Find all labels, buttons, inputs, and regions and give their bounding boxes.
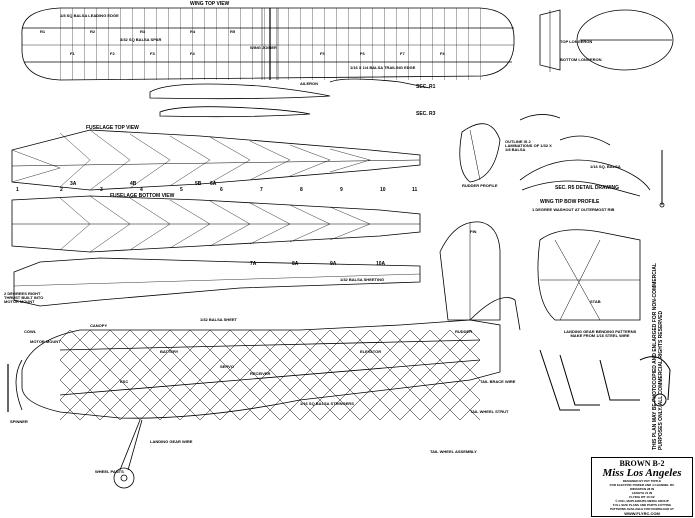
former-f3: F3 (150, 51, 155, 56)
label-spinner: SPINNER (10, 419, 28, 424)
label-leading-edge: 1/8 SQ BALSA LEADING EDGE (60, 13, 119, 18)
rib-details-middle (13, 257, 421, 307)
label-sec-r1: SEC. R1 (416, 84, 436, 90)
designer: DESIGNED BY PAT TRITLE (622, 479, 662, 483)
tail-profile-top-right (539, 9, 674, 72)
model-name: BROWN B-2 (619, 459, 665, 468)
station-7: 7 (260, 187, 263, 193)
bulkhead-8a: 8A (292, 261, 299, 267)
label-fin: FIN (470, 229, 477, 234)
label-fuselage-top-view: FUSELAGE TOP VIEW (86, 125, 139, 131)
rib-r2: R2 (90, 29, 96, 34)
label-top-longeron: TOP LONGERON (560, 39, 593, 44)
spec-line-7: PATTERNS AVAILABLE FOR DOWNLOAD AT (610, 507, 674, 511)
label-servo: SERVO (220, 364, 234, 369)
spec-line-4: FLYING WT 10 OZ (629, 495, 655, 499)
former-f6: F6 (360, 51, 365, 56)
station-8: 8 (300, 187, 303, 193)
spec-line-3: LENGTH 21 IN (631, 491, 653, 495)
label-fuselage-bottom-view: FUSELAGE BOTTOM VIEW (110, 193, 175, 199)
label-sec-r3: SEC. R3 (416, 111, 436, 117)
bulkhead-6a: 6A (210, 181, 217, 187)
label-outline: OUTLINE IS 2 LAMINATIONS OF 1/32 X 1/8 B… (505, 139, 552, 152)
rib-r3: R3 (140, 29, 146, 34)
station-9: 9 (340, 187, 343, 193)
label-cowl: COWL (24, 329, 37, 334)
label-tail-wheel: TAIL WHEEL STRUT (470, 409, 509, 414)
label-stab: STAB (590, 299, 601, 304)
label-tail-brace: TAIL BRACE WIRE (480, 379, 516, 384)
label-trailing-edge: 1/16 X 1/4 BALSA TRAILING EDGE (350, 65, 416, 70)
label-washout: 1 DEGREE WASHOUT AT OUTERMOST RIB (532, 207, 615, 212)
bulkhead-3a: 3A (70, 181, 77, 187)
spec-line-6: FULL SIZE PLANS AND PARTS CUTTING (612, 503, 672, 507)
spec-line-1: FOR ELECTRIC POWER AND 4 CHANNEL RC (609, 483, 675, 487)
rib-r4: R4 (190, 29, 196, 34)
label-rudder-profile: RUDDER PROFILE (462, 183, 498, 188)
former-f7: F7 (400, 51, 405, 56)
bulkhead-7a: 7A (250, 261, 257, 267)
fuselage-top-view (11, 129, 421, 191)
rib-r5: R5 (230, 29, 236, 34)
label-stringers: 1/16 SQ BALSA STRINGERS (300, 401, 354, 406)
bulkhead-4b: 4B (130, 181, 137, 187)
label-receiver: RECEIVER (250, 371, 271, 376)
former-f2: F2 (110, 51, 115, 56)
former-f5: F5 (320, 51, 325, 56)
label-wing-spar: 3/32 SQ BALSA SPAR (120, 37, 162, 42)
airfoil-sections (149, 78, 431, 118)
label-sheeting: 1/32 BALSA SHEETING (340, 277, 385, 282)
title-block: BROWN B-2 Miss Los Angeles DESIGNED BY P… (591, 457, 693, 517)
copyright-notice: THIS PLAN MAY BE PHOTOCOPIED AND ENLARGE… (652, 250, 692, 450)
label-canopy: CANOPY (90, 323, 108, 328)
wing-tip-bow-profile (519, 114, 665, 208)
model-subtitle: Miss Los Angeles (602, 467, 682, 479)
station-5: 5 (180, 187, 183, 193)
label-wing-tip-bow: WING TIP BOW PROFILE (540, 199, 600, 205)
fuselage-bottom-view (11, 195, 421, 253)
stabilizer-right (537, 229, 641, 321)
label-balsa-sheet: 1/32 BALSA SHEET (200, 317, 237, 322)
label-rib-note: 1/16 SQ. BALSA (590, 164, 621, 169)
station-11: 11 (412, 187, 418, 193)
label-tail-wheel-assembly: TAIL WHEEL ASSEMBLY (430, 449, 477, 454)
spec-line-5: © 2011, MAPLEWAITE MEDIA GROUP (615, 499, 669, 503)
bulkhead-10a: 10A (376, 261, 386, 267)
former-f8: F8 (440, 51, 445, 56)
label-wheel-pants: WHEEL PANTS (95, 469, 124, 474)
label-landing-gear-wire: LANDING GEAR WIRE (150, 439, 193, 444)
rib-r1: R1 (40, 29, 46, 34)
former-f4: F4 (190, 51, 195, 56)
station-3: 3 (100, 187, 103, 193)
label-sec-r5: SEC. R5 DETAIL DRAWING (555, 185, 619, 191)
copyright-notice-text: THIS PLAN MAY BE PHOTOCOPIED AND ENLARGE… (652, 263, 664, 450)
label-elevator: ELEVATOR (360, 349, 382, 354)
station-1: 1 (16, 187, 19, 193)
wing-top-view (21, 7, 515, 81)
station-10: 10 (380, 187, 386, 193)
website[interactable]: WWW.FLYRC.COM (624, 511, 660, 516)
label-wing-top-view: WING TOP VIEW (190, 1, 230, 7)
spec-line-2: WINGSPAN 28 IN (629, 487, 655, 491)
label-esc: ESC (120, 379, 129, 384)
tail-feathers (439, 123, 501, 321)
bulkhead-9a: 9A (330, 261, 337, 267)
station-2: 2 (60, 187, 63, 193)
label-motor-mount: MOTOR MOUNT (30, 339, 61, 344)
fuselage-side-view (7, 297, 521, 489)
label-wing-joiner: WING JOINER (250, 45, 277, 50)
label-right-thrust: 2 DEGREES RIGHT THRUST BUILT INTO MOTOR … (4, 291, 44, 304)
station-4: 4 (140, 187, 143, 193)
label-landing-gear: LANDING GEAR BENDING PATTERNS MAKE FROM … (563, 329, 637, 338)
label-rudder: RUDDER (455, 329, 473, 334)
former-f1: F1 (70, 51, 75, 56)
station-6: 6 (220, 187, 223, 193)
bulkhead-5b: 5B (195, 181, 202, 187)
label-battery: BATTERY (160, 349, 179, 354)
landing-gear-patterns (539, 349, 671, 411)
label-bottom-longeron: BOTTOM LONGERON (560, 57, 602, 62)
label-aileron: AILERON (300, 81, 318, 86)
